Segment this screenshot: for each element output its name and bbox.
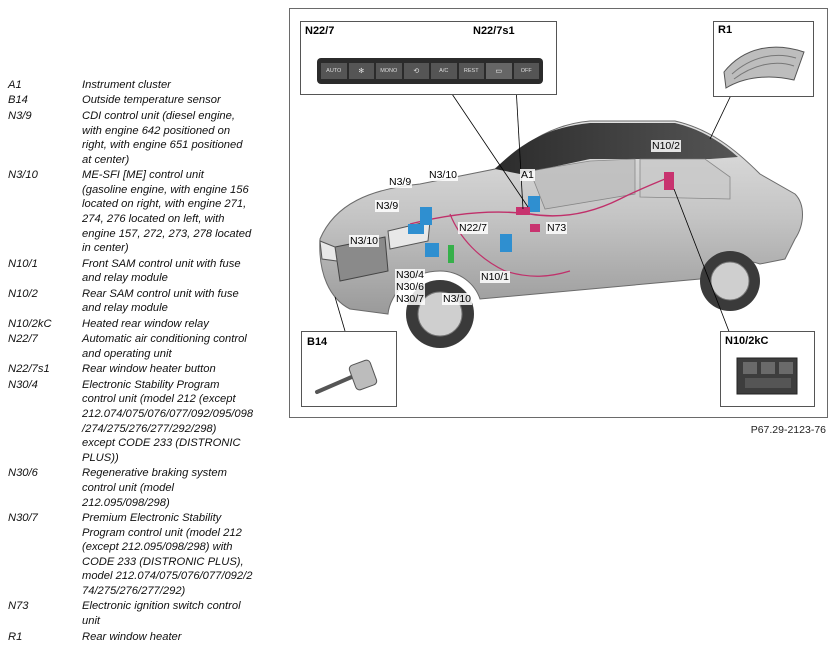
ac-button-mono: MONO (376, 63, 402, 79)
car-window (529, 158, 636, 210)
legend-description: Rear window heater (82, 630, 182, 643)
legend-row: N30/6 Regenerative braking system control… (8, 466, 280, 510)
legend-code: B14 (8, 94, 28, 107)
legend-code: N3/10 (8, 169, 38, 182)
legend-description: Electronic ignition switch control unit (82, 600, 241, 628)
legend-code: A1 (8, 79, 22, 91)
inset-n10-2kc-title: N10/2kC (725, 335, 769, 347)
relay-module-icon (736, 357, 798, 395)
component-n22-7 (516, 207, 530, 215)
legend-description: CDI control unit (diesel engine, with en… (82, 109, 243, 166)
legend-row: R1 Rear window heater (8, 630, 280, 645)
callout-n3-9-top: N3/9 (388, 176, 413, 188)
ac-button-recirc-icon: ⟲ (403, 63, 429, 79)
callout-n73: N73 (546, 222, 568, 234)
car-headlight (319, 240, 338, 262)
component-n3-10-green (448, 245, 454, 263)
callout-n10-2: N10/2 (651, 140, 682, 152)
legend-description: Front SAM control unit with fuse and rel… (82, 257, 241, 285)
vehicle-illustration (319, 68, 803, 348)
inset-n22-7s1-title: N22/7s1 (473, 25, 515, 37)
legend-code: N10/2 (8, 287, 38, 300)
callout-n22-7: N22/7 (458, 222, 489, 234)
legend-description: Instrument cluster (82, 79, 171, 91)
legend-row: N10/2kC Heated rear window relay (8, 317, 280, 332)
legend-description: Rear window heater button (82, 363, 216, 376)
legend-row: N10/1 Front SAM control unit with fuse an… (8, 257, 280, 286)
callout-n30-7: N30/7 (395, 293, 426, 305)
legend-description: Regenerative braking system control unit… (82, 467, 227, 509)
legend-row: N73 Electronic ignition switch control un… (8, 599, 280, 628)
inset-b14-title: B14 (307, 336, 328, 348)
wiring-harness (409, 176, 671, 225)
car-roof (495, 123, 738, 174)
ac-button-auto: AUTO (321, 63, 347, 79)
legend-code: N30/6 (8, 467, 38, 480)
rear-window-icon (723, 46, 805, 89)
legend-code: N73 (8, 600, 29, 613)
component-n3-10 (408, 224, 424, 234)
legend-row: N3/9 CDI control unit (diesel engine, wit… (8, 109, 280, 167)
legend-row: A1 Instrument cluster (8, 78, 280, 93)
inset-n10-2kc: N10/2kC (720, 331, 815, 407)
inset-r1: R1 (713, 21, 814, 97)
callout-n3-10-bottom: N3/10 (442, 293, 473, 305)
callout-n3-10-top: N3/10 (428, 169, 459, 181)
ac-button-rest: REST (458, 63, 484, 79)
ac-button-fan-icon: ✻ (348, 63, 374, 79)
ac-button-off: OFF (513, 63, 539, 79)
callout-a1: A1 (520, 169, 535, 181)
legend-code: N30/4 (8, 378, 38, 391)
legend-code: N10/2kC (8, 317, 52, 330)
callout-n3-9-mid: N3/9 (375, 200, 400, 212)
legend-description: Automatic air conditioning control and o… (82, 333, 247, 360)
legend-row: N30/7 Premium Electronic Stability Progra… (8, 511, 280, 599)
legend-description: Premium Electronic Stability Program con… (82, 512, 253, 597)
legend-code: N22/7 (8, 333, 38, 346)
callout-n30-6: N30/6 (395, 281, 426, 293)
figure-reference: P67.29-2123-76 (750, 424, 826, 436)
legend-row: N10/2 Rear SAM control unit with fuse and… (8, 287, 280, 316)
component-n10-1 (500, 234, 512, 252)
component-n73 (530, 224, 540, 232)
component-n30 (425, 243, 439, 257)
legend-row: N3/10 ME-SFI [ME] control unit (gasoline … (8, 168, 280, 256)
legend-row: B14 Outside temperature sensor (8, 93, 280, 108)
diagram-figure: N22/7 N22/7s1 AUTO ✻ MONO ⟲ A/C REST ▭ O… (289, 8, 828, 418)
ac-control-panel: AUTO ✻ MONO ⟲ A/C REST ▭ OFF (317, 58, 543, 84)
legend-code: R1 (8, 630, 23, 643)
ac-button-ac: A/C (431, 63, 457, 79)
inset-n22-7: N22/7 N22/7s1 AUTO ✻ MONO ⟲ A/C REST ▭ O… (300, 21, 557, 95)
legend-row: N22/7s1 Rear window heater button (8, 362, 280, 377)
callout-n10-1: N10/1 (480, 271, 511, 283)
callout-n3-10-left: N3/10 (349, 235, 380, 247)
legend-description: Heated rear window relay (82, 317, 209, 330)
component-n10-2 (664, 172, 674, 190)
inset-n22-7-title: N22/7 (305, 25, 335, 37)
callout-n30-4: N30/4 (395, 269, 426, 281)
legend-description: Rear SAM control unit with fuse and rela… (82, 287, 239, 315)
legend-code: N30/7 (8, 512, 38, 525)
legend-description: ME-SFI [ME] control unit (gasoline engin… (82, 169, 252, 255)
legend-row: N22/7 Automatic air conditioning control … (8, 332, 280, 361)
legend-code: N10/1 (8, 257, 38, 270)
legend-code: N3/9 (8, 109, 32, 122)
rear-window-heater-button-icon: ▭ (486, 63, 512, 79)
legend-code: N22/7s1 (8, 363, 50, 376)
inset-r1-title: R1 (718, 24, 733, 36)
legend-description: Outside temperature sensor (82, 94, 221, 107)
inset-b14: B14 (301, 331, 397, 407)
rear-wheel-rim (710, 261, 750, 301)
legend-description: Electronic Stability Program control uni… (82, 378, 254, 464)
component-n3-9 (420, 207, 432, 225)
legend-row: N30/4 Electronic Stability Program contro… (8, 378, 280, 466)
temperature-sensor-icon (315, 359, 378, 394)
car-window (639, 158, 731, 200)
component-a1 (528, 196, 540, 212)
